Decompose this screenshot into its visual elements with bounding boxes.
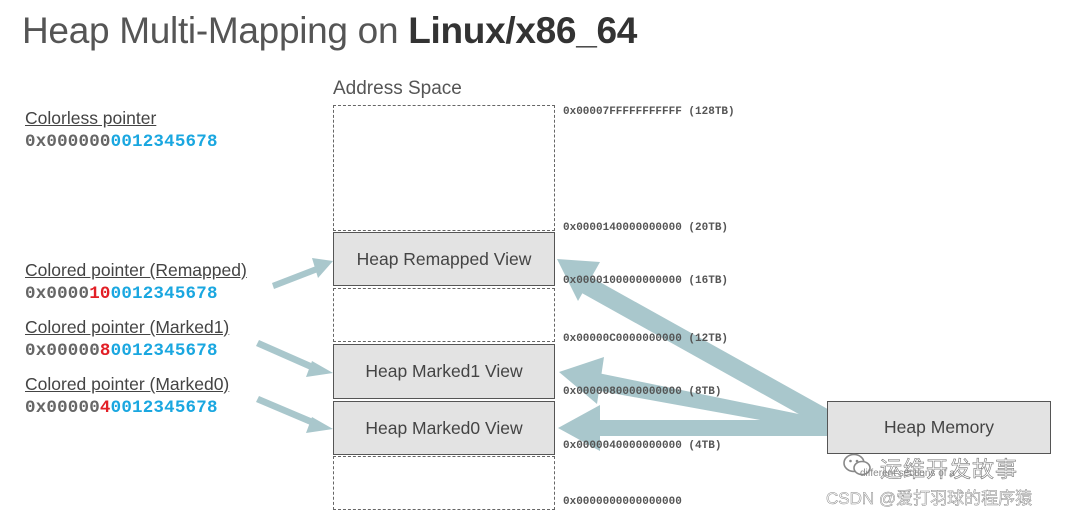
heap-marked1-view: Heap Marked1 View xyxy=(333,344,555,399)
title-prefix: Heap Multi-Mapping on xyxy=(22,10,409,51)
pointer-value-prefix: 0x000000 xyxy=(25,132,111,152)
arrow-memory-to-remapped-view xyxy=(557,259,833,427)
pointer-value-suffix: 0012345678 xyxy=(110,132,218,152)
pointer-value-suffix: 0012345678 xyxy=(110,398,218,418)
address-region-gap-12tb xyxy=(333,288,555,342)
pointer-value-color-bits: 8 xyxy=(99,341,111,361)
address-tick-12tb: 0x00000C0000000000 (12TB) xyxy=(563,333,729,345)
pointer-value-prefix: 0x00000 xyxy=(25,341,100,361)
page-title: Heap Multi-Mapping on Linux/x86_64 xyxy=(22,10,637,52)
heap-remapped-view: Heap Remapped View xyxy=(333,232,555,286)
address-region-upper xyxy=(333,105,555,231)
address-tick-16tb: 0x0000100000000000 (16TB) xyxy=(563,275,729,287)
pointer-label-remapped: Colored pointer (Remapped) xyxy=(25,260,247,280)
arrow-memory-to-marked1-view xyxy=(559,357,828,432)
pointer-value-remapped: 0x0000100012345678 xyxy=(25,284,218,304)
pointer-label-marked1: Colored pointer (Marked1) xyxy=(25,317,230,337)
arrow-marked1-pointer-to-view xyxy=(256,340,333,377)
pointer-value-color-bits: 4 xyxy=(99,398,111,418)
address-tick-4tb: 0x0000040000000000 (4TB) xyxy=(563,440,722,452)
pointer-value-marked0: 0x0000040012345678 xyxy=(25,398,218,418)
pointer-label-marked0: Colored pointer (Marked0) xyxy=(25,374,230,394)
watermark-sub: different sections of a ... xyxy=(860,468,966,479)
pointer-value-marked1: 0x0000080012345678 xyxy=(25,341,218,361)
heap-memory-box: Heap Memory xyxy=(827,401,1051,454)
pointer-value-suffix: 0012345678 xyxy=(110,341,218,361)
address-tick-128tb: 0x00007FFFFFFFFFFF (128TB) xyxy=(563,106,735,118)
watermark-csdn: CSDN @爱打羽球的程序猿 xyxy=(826,489,1033,509)
watermark-main: 运维开发故事 xyxy=(880,457,1019,483)
address-tick-20tb: 0x0000140000000000 (20TB) xyxy=(563,222,729,234)
heap-marked0-view: Heap Marked0 View xyxy=(333,401,555,455)
pointer-value-suffix: 0012345678 xyxy=(110,284,218,304)
arrow-memory-to-marked0-view xyxy=(558,405,828,451)
address-space-label: Address Space xyxy=(333,78,462,99)
title-bold: Linux/x86_64 xyxy=(408,10,638,51)
pointer-value-prefix: 0x00000 xyxy=(25,398,100,418)
pointer-label-colorless: Colorless pointer xyxy=(25,108,157,128)
wechat-icon xyxy=(843,453,871,476)
address-tick-8tb: 0x0000080000000000 (8TB) xyxy=(563,386,722,398)
pointer-value-prefix: 0x0000 xyxy=(25,284,90,304)
address-tick-0: 0x0000000000000000 xyxy=(563,496,682,508)
pointer-value-color-bits: 10 xyxy=(89,284,111,304)
pointer-value-colorless: 0x0000000012345678 xyxy=(25,132,218,152)
arrow-remapped-pointer-to-view xyxy=(272,258,333,289)
arrow-marked0-pointer-to-view xyxy=(256,396,333,433)
address-region-lower xyxy=(333,456,555,510)
